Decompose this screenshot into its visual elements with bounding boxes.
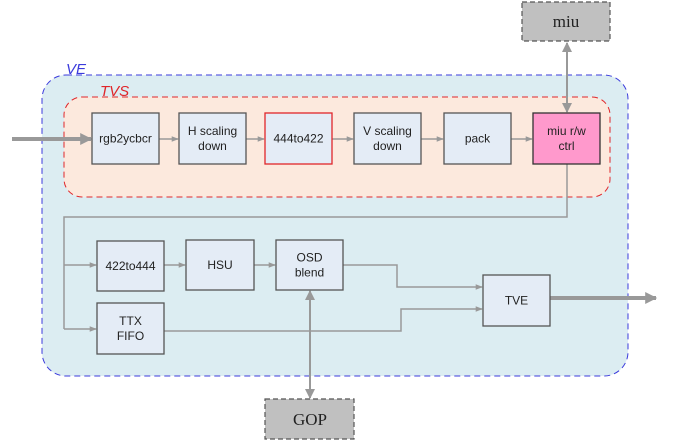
ve-label: VE <box>66 61 87 78</box>
miu-external[interactable]: miu <box>521 1 611 42</box>
block-box[interactable] <box>275 239 344 291</box>
block-label: FIFO <box>117 329 144 343</box>
gop-box[interactable] <box>264 398 355 440</box>
block-box[interactable] <box>96 302 165 355</box>
block-box[interactable] <box>482 274 551 327</box>
arrow-osdblend-tve <box>343 264 483 290</box>
tvs-label: TVS <box>100 83 129 100</box>
block-label: OSD <box>296 251 322 265</box>
connections <box>12 42 658 399</box>
block-box[interactable] <box>178 112 247 165</box>
block-label: 422to444 <box>105 259 155 273</box>
arrow-ttxfifo-tve <box>164 306 483 332</box>
block-label: H scaling <box>188 124 237 138</box>
gop-external[interactable]: GOP <box>264 398 355 440</box>
block-label: blend <box>295 266 324 280</box>
block-label: ctrl <box>559 139 575 153</box>
line-miuctrl-feedback <box>63 164 568 329</box>
block-label: TTX <box>119 314 142 328</box>
miu-box[interactable] <box>521 1 611 42</box>
block-box[interactable] <box>185 239 255 291</box>
block-box[interactable] <box>91 112 160 165</box>
block-box[interactable] <box>96 240 165 292</box>
block-label: HSU <box>207 258 232 272</box>
block-label: TVE <box>505 294 528 308</box>
block-label: down <box>373 139 402 153</box>
block-label: V scaling <box>363 124 412 138</box>
miu-label: miu <box>553 12 580 31</box>
block-box[interactable] <box>264 112 333 165</box>
block-label: pack <box>465 132 491 146</box>
block-tve[interactable]: TVE <box>482 274 551 327</box>
block-422to444[interactable]: 422to444 <box>96 240 165 292</box>
block-label: rgb2ycbcr <box>99 132 152 146</box>
block-box[interactable] <box>443 112 512 165</box>
block-pack[interactable]: pack <box>443 112 512 165</box>
gop-label: GOP <box>293 410 327 429</box>
block-label: 444to422 <box>273 132 323 146</box>
block-label: down <box>198 139 227 153</box>
block-box[interactable] <box>353 112 422 165</box>
block-box[interactable] <box>532 112 601 165</box>
block-rgb2ycbcr[interactable]: rgb2ycbcr <box>91 112 160 165</box>
block-label: miu r/w <box>547 124 586 138</box>
block-hsu[interactable]: HSU <box>185 239 255 291</box>
block-444to422[interactable]: 444to422 <box>264 112 333 165</box>
